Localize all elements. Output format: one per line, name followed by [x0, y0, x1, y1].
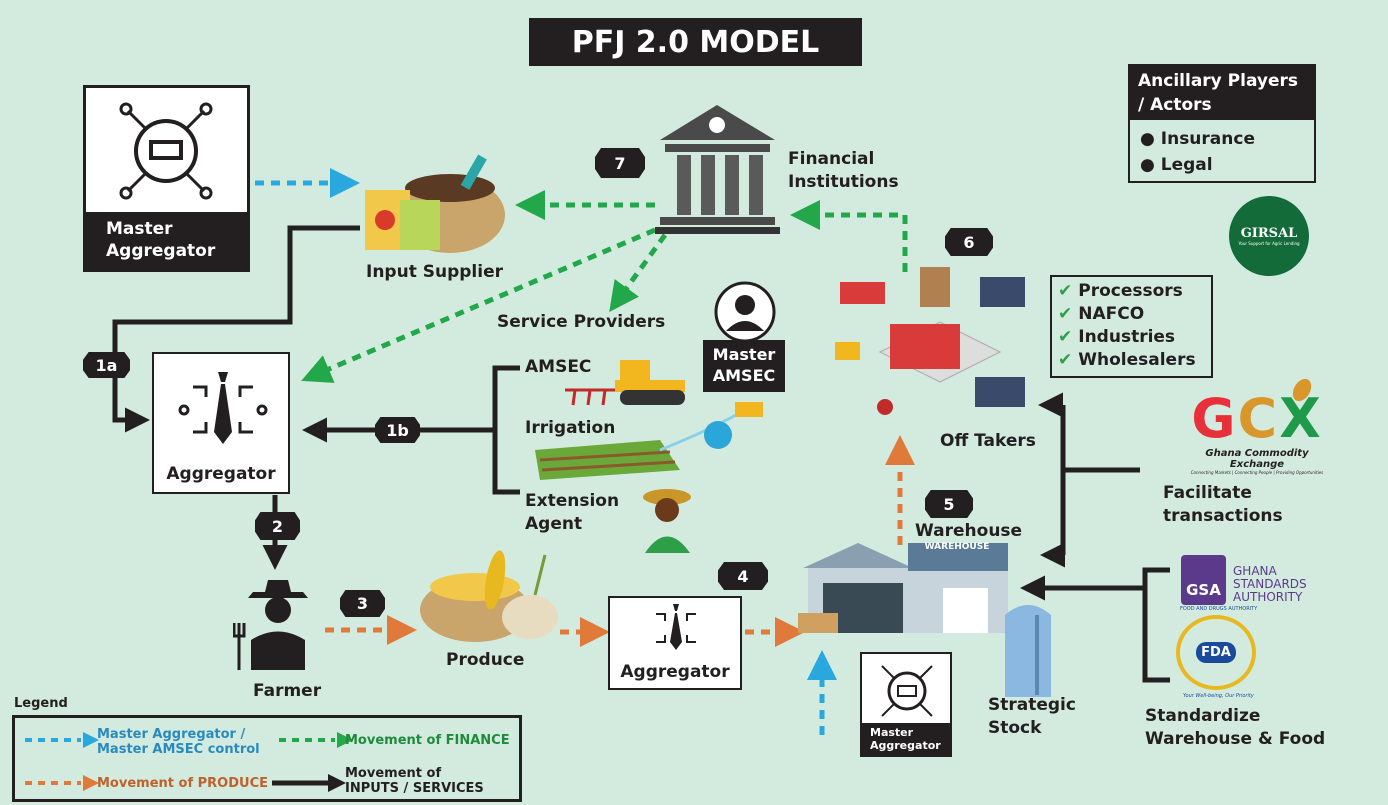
check-icon: ✔: [1058, 304, 1073, 324]
legend-black-arrow: [272, 774, 346, 792]
step-2-badge: 2: [255, 512, 300, 540]
gsa-name: GHANA STANDARDS AUTHORITY: [1233, 564, 1307, 604]
list-item: ✔Industries: [1058, 327, 1176, 347]
tractor-image: [565, 360, 685, 406]
financial-institutions-label: Financial Institutions: [788, 149, 899, 192]
strategic-stock-label: Strategic Stock: [988, 695, 1076, 738]
master-aggregator-label: Master Aggregator: [86, 212, 247, 269]
warehouse-sign: WAREHOUSE: [924, 542, 990, 552]
check-icon: ✔: [1058, 281, 1073, 301]
aggregator-tie-icon: [656, 604, 696, 650]
fda-tagline: Your Well-being, Our Priority: [1183, 693, 1254, 699]
extension-agent-label: Extension Agent: [525, 491, 620, 534]
page-title: PFJ 2.0 MODEL: [529, 18, 862, 66]
cocoa-pod-icon: [1292, 378, 1312, 402]
black-line-1a: [112, 225, 360, 433]
gsa-logo: GSA: [1181, 555, 1226, 605]
master-amsec-label: Master AMSEC: [703, 340, 785, 392]
legend-orange-arrow: [25, 775, 99, 791]
green-arrow-fi-aggregator: [301, 227, 656, 383]
list-item: ● Insurance: [1140, 129, 1255, 149]
step-3-badge: 3: [340, 590, 385, 617]
produce-image: [420, 550, 558, 642]
warehouse-image: [798, 543, 1008, 633]
aggregator-tie-icon: [178, 372, 268, 444]
legend-title: Legend: [14, 696, 68, 711]
off-takers-label: Off Takers: [940, 431, 1036, 451]
bank-icon: [655, 105, 780, 234]
fda-logo: FDA: [1176, 615, 1256, 690]
ancillary-title: Ancillary Players / Actors: [1130, 66, 1314, 120]
off-takers-image: [835, 267, 1025, 415]
network-truck-icon: [119, 102, 213, 200]
legend-black-label: Movement of INPUTS / SERVICES: [345, 766, 484, 796]
legend-blue-arrow: [25, 732, 99, 748]
warehouse-label: Warehouse: [915, 521, 1023, 541]
irrigation-label: Irrigation: [525, 418, 616, 438]
step-1b-badge: 1b: [375, 417, 420, 443]
amsec-label: AMSEC: [525, 357, 592, 377]
list-item: ✔Processors: [1058, 281, 1183, 301]
step-7-badge: 7: [595, 148, 645, 178]
fda-ring-text: FOOD AND DRUGS AUTHORITY: [1180, 606, 1258, 612]
legend-orange-label: Movement of PRODUCE: [97, 776, 268, 791]
irrigation-field-image: [535, 402, 763, 480]
bracket-gcx: [1060, 405, 1140, 555]
aggregator-node-2: Aggregator: [608, 596, 742, 690]
extension-agent-image: [643, 489, 691, 553]
master-aggregator-node: Master Aggregator: [83, 85, 250, 272]
input-supplier-image: [365, 154, 505, 253]
produce-label: Produce: [446, 650, 525, 670]
service-providers-label: Service Providers: [497, 312, 666, 332]
green-arrow-offtakers-fi: [790, 200, 908, 272]
check-icon: ✔: [1058, 350, 1073, 370]
step-1a-badge: 1a: [83, 352, 130, 378]
input-supplier-label: Input Supplier: [366, 262, 503, 282]
legend-green-label: Movement of FINANCE: [345, 733, 510, 748]
step-5-badge: 5: [925, 490, 973, 518]
farmer-icon: [233, 580, 308, 670]
farmer-label: Farmer: [253, 681, 322, 701]
user-avatar-icon: [714, 281, 776, 343]
legend-green-arrow: [279, 732, 353, 748]
master-aggregator-node-2: Master Aggregator: [860, 652, 952, 757]
master-aggregator-label-2: Master Aggregator: [862, 723, 950, 755]
aggregator-label: Aggregator: [166, 464, 276, 484]
list-item: ● Legal: [1140, 155, 1213, 175]
facilitate-label: Facilitate transactions: [1163, 483, 1283, 526]
standardize-label: Standardize Warehouse & Food: [1145, 706, 1326, 749]
aggregator-label-2: Aggregator: [620, 662, 730, 682]
step-4-badge: 4: [718, 562, 768, 590]
aggregator-node: Aggregator: [152, 352, 290, 494]
bracket-services: [492, 365, 520, 495]
list-item: ✔Wholesalers: [1058, 350, 1196, 370]
check-icon: ✔: [1058, 327, 1073, 347]
girsal-logo: GIRSAL Your Support for Agric Lending: [1229, 196, 1309, 276]
network-truck-icon: [881, 665, 933, 717]
green-arrow-fi-services: [609, 233, 668, 313]
ancillary-box: Ancillary Players / Actors ● Insurance ● …: [1128, 64, 1316, 183]
off-takers-list: ✔Processors ✔NAFCO ✔Industries ✔Wholesal…: [1050, 275, 1213, 378]
legend-blue-label: Master Aggregator / Master AMSEC control: [97, 727, 260, 757]
legend: Master Aggregator / Master AMSEC control…: [12, 715, 522, 802]
step-6-badge: 6: [945, 228, 993, 256]
list-item: ✔NAFCO: [1058, 304, 1145, 324]
bracket-standards: [1030, 567, 1170, 683]
silo-icon: [1005, 605, 1051, 697]
